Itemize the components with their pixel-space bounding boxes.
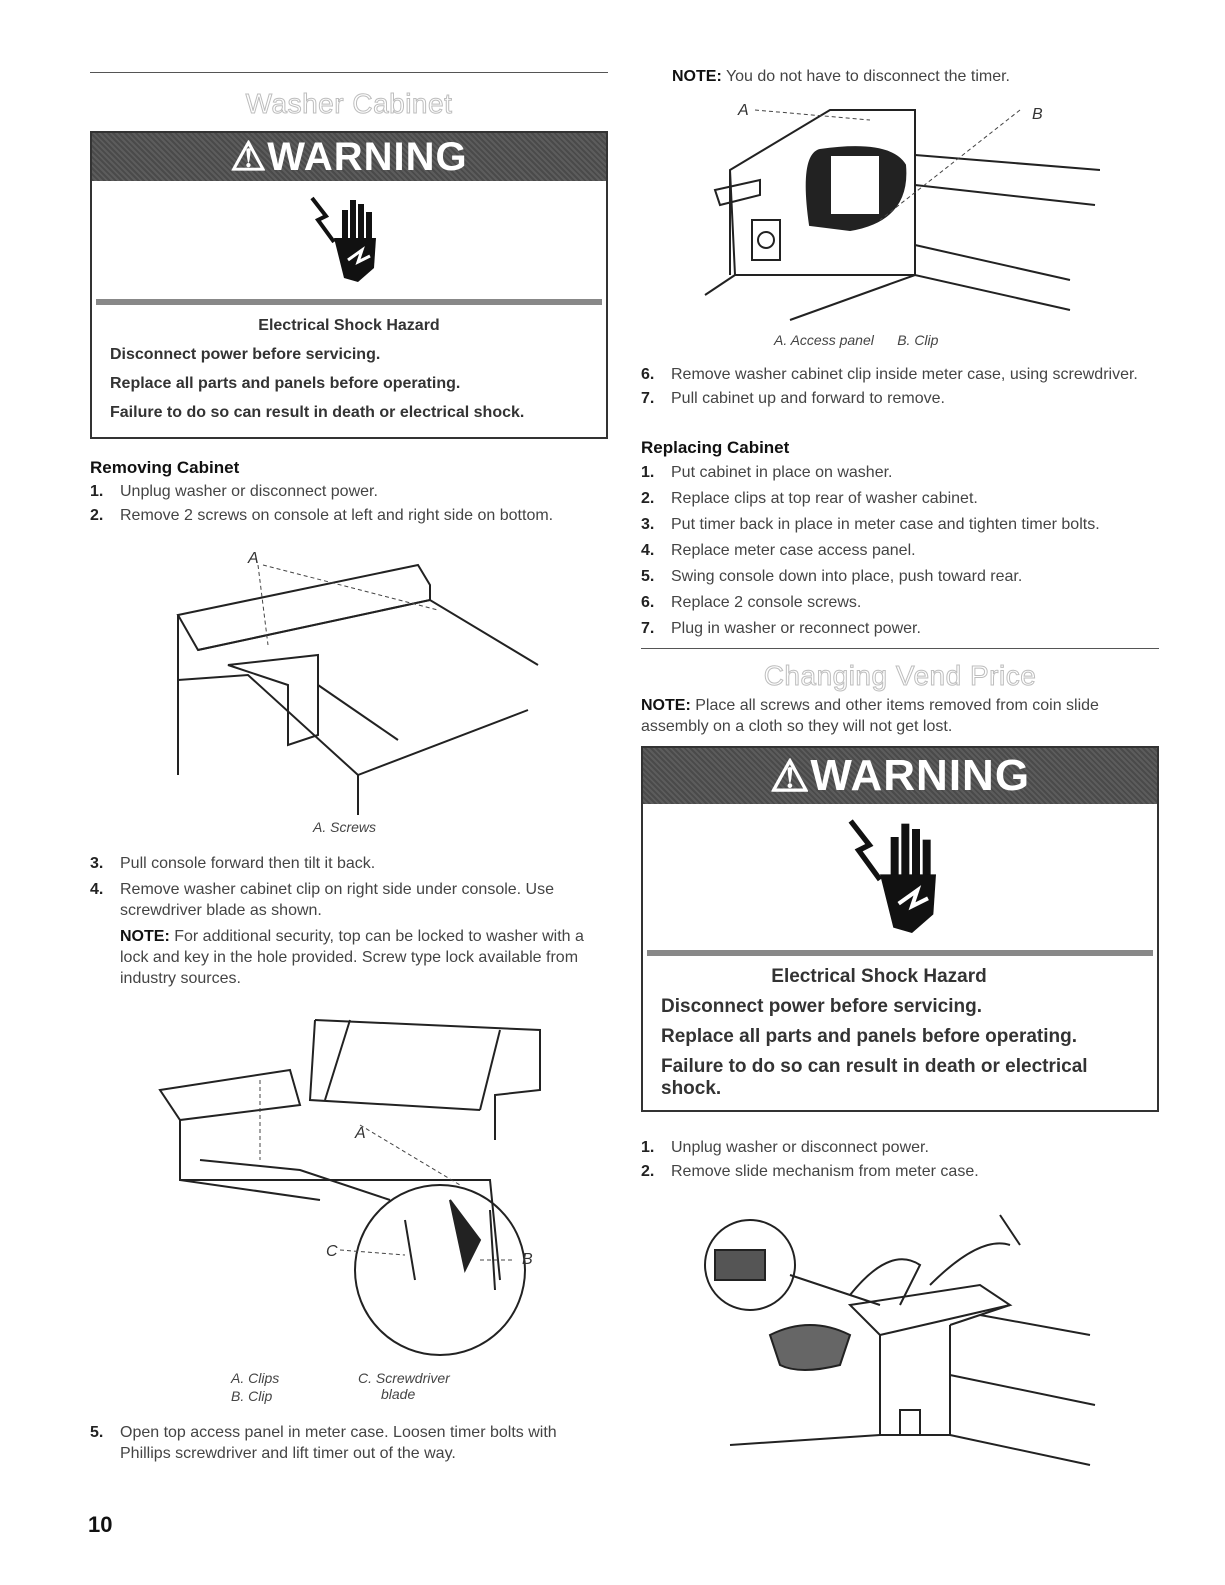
left-top-rule xyxy=(90,72,608,73)
list-item: 2.Remove 2 screws on console at left and… xyxy=(90,507,554,524)
list-item: 7.Plug in washer or reconnect power. xyxy=(641,620,921,637)
list-item: 6.Remove washer cabinet clip inside mete… xyxy=(641,366,1138,383)
warning-icon-area xyxy=(647,804,1153,956)
removing-steps-1: 1.Unplug washer or disconnect power. 2.R… xyxy=(90,480,610,528)
warning-banner-text: WARNING xyxy=(810,751,1031,800)
figure-caption-access-panel: A. Access panel B. Clip xyxy=(774,332,939,348)
warning-banner-text: WARNING xyxy=(267,134,468,179)
warning-line-2: Replace all parts and panels before oper… xyxy=(110,375,461,392)
page-number: 10 xyxy=(88,1512,113,1537)
warning-text: Electrical Shock Hazard Disconnect power… xyxy=(643,956,1157,1110)
figure-label-b: B xyxy=(522,1251,533,1268)
warning-box-right: ⚠ WARNING Electrical Shock Hazard Discon… xyxy=(641,746,1159,1112)
figure-label-a: A xyxy=(247,550,259,567)
section-title-washer-cabinet: Washer Cabinet xyxy=(245,88,453,120)
hazard-title: Electrical Shock Hazard xyxy=(771,966,987,987)
caption-screwdriver: C. Screwdriver xyxy=(358,1370,450,1386)
note-security: NOTE: For additional security, top can b… xyxy=(120,928,584,987)
figure-label-a: A xyxy=(737,102,749,119)
warning-line-3: Failure to do so can result in death or … xyxy=(661,1056,1088,1099)
figure-clips-screwdriver: A B C xyxy=(158,1019,541,1356)
figure-label-a: A xyxy=(354,1125,366,1142)
vend-price-steps: 1.Unplug washer or disconnect power. 2.R… xyxy=(641,1136,1161,1184)
warning-line-1: Disconnect power before servicing. xyxy=(661,996,982,1017)
electric-shock-hand-icon xyxy=(848,819,936,933)
figure-access-panel: A B xyxy=(704,102,1100,321)
list-item: 1.Put cabinet in place on washer. xyxy=(641,464,893,481)
removing-steps-2: 3.Pull console forward then tilt it back… xyxy=(90,852,610,921)
figure-label-c: C xyxy=(326,1243,338,1260)
figure-caption-screws: A. Screws xyxy=(313,819,377,835)
list-item: 5.Open top access panel in meter case. L… xyxy=(90,1424,557,1462)
replacing-cabinet-heading: Replacing Cabinet xyxy=(641,438,790,457)
warning-triangle-icon: ⚠ xyxy=(230,135,268,179)
warning-triangle-icon: ⚠ xyxy=(769,751,811,801)
removing-cabinet-heading: Removing Cabinet xyxy=(90,458,240,477)
list-item: 6.Replace 2 console screws. xyxy=(641,594,862,611)
note-timer: NOTE: You do not have to disconnect the … xyxy=(672,68,1010,85)
list-item: 3.Put timer back in place in meter case … xyxy=(641,516,1100,533)
list-item: 7.Pull cabinet up and forward to remove. xyxy=(641,390,945,407)
warning-line-3: Failure to do so can result in death or … xyxy=(110,404,525,421)
removing-steps-4: 6.Remove washer cabinet clip inside mete… xyxy=(641,364,1161,411)
electric-shock-hand-icon xyxy=(310,196,376,282)
section-title-vend-price: Changing Vend Price xyxy=(763,660,1037,692)
list-item: 1.Unplug washer or disconnect power. xyxy=(641,1139,929,1156)
caption-blade: blade xyxy=(381,1386,416,1402)
caption-clip: B. Clip xyxy=(231,1388,273,1404)
figure-label-b: B xyxy=(1032,106,1043,123)
warning-box-left: ⚠ WARNING Electrical Shock Hazard Discon… xyxy=(90,131,608,439)
list-item: 3.Pull console forward then tilt it back… xyxy=(90,855,376,872)
warning-line-2: Replace all parts and panels before oper… xyxy=(661,1026,1078,1047)
list-item: 4.Remove washer cabinet clip on right si… xyxy=(90,881,555,919)
figure-slide-mechanism xyxy=(704,1214,1096,1466)
warning-icon-area xyxy=(96,181,602,305)
list-item: 4.Replace meter case access panel. xyxy=(641,542,916,559)
caption-clips: A. Clips xyxy=(231,1370,280,1386)
warning-line-1: Disconnect power before servicing. xyxy=(110,346,381,363)
warning-banner: ⚠ WARNING xyxy=(643,748,1157,804)
warning-text: Electrical Shock Hazard Disconnect power… xyxy=(92,305,606,437)
list-item: 5.Swing console down into place, push to… xyxy=(641,568,1023,585)
warning-banner: ⚠ WARNING xyxy=(92,133,606,181)
right-section-rule xyxy=(641,648,1159,649)
removing-steps-3: 5.Open top access panel in meter case. L… xyxy=(90,1422,610,1464)
hazard-title: Electrical Shock Hazard xyxy=(258,317,440,334)
figure-console-screws: A xyxy=(176,550,539,815)
list-item: 1.Unplug washer or disconnect power. xyxy=(90,483,378,500)
list-item: 2.Remove slide mechanism from meter case… xyxy=(641,1163,979,1180)
list-item: 2.Replace clips at top rear of washer ca… xyxy=(641,490,978,507)
note-screws: NOTE: Place all screws and other items r… xyxy=(641,697,1099,735)
replacing-steps: 1.Put cabinet in place on washer. 2.Repl… xyxy=(641,460,1171,642)
